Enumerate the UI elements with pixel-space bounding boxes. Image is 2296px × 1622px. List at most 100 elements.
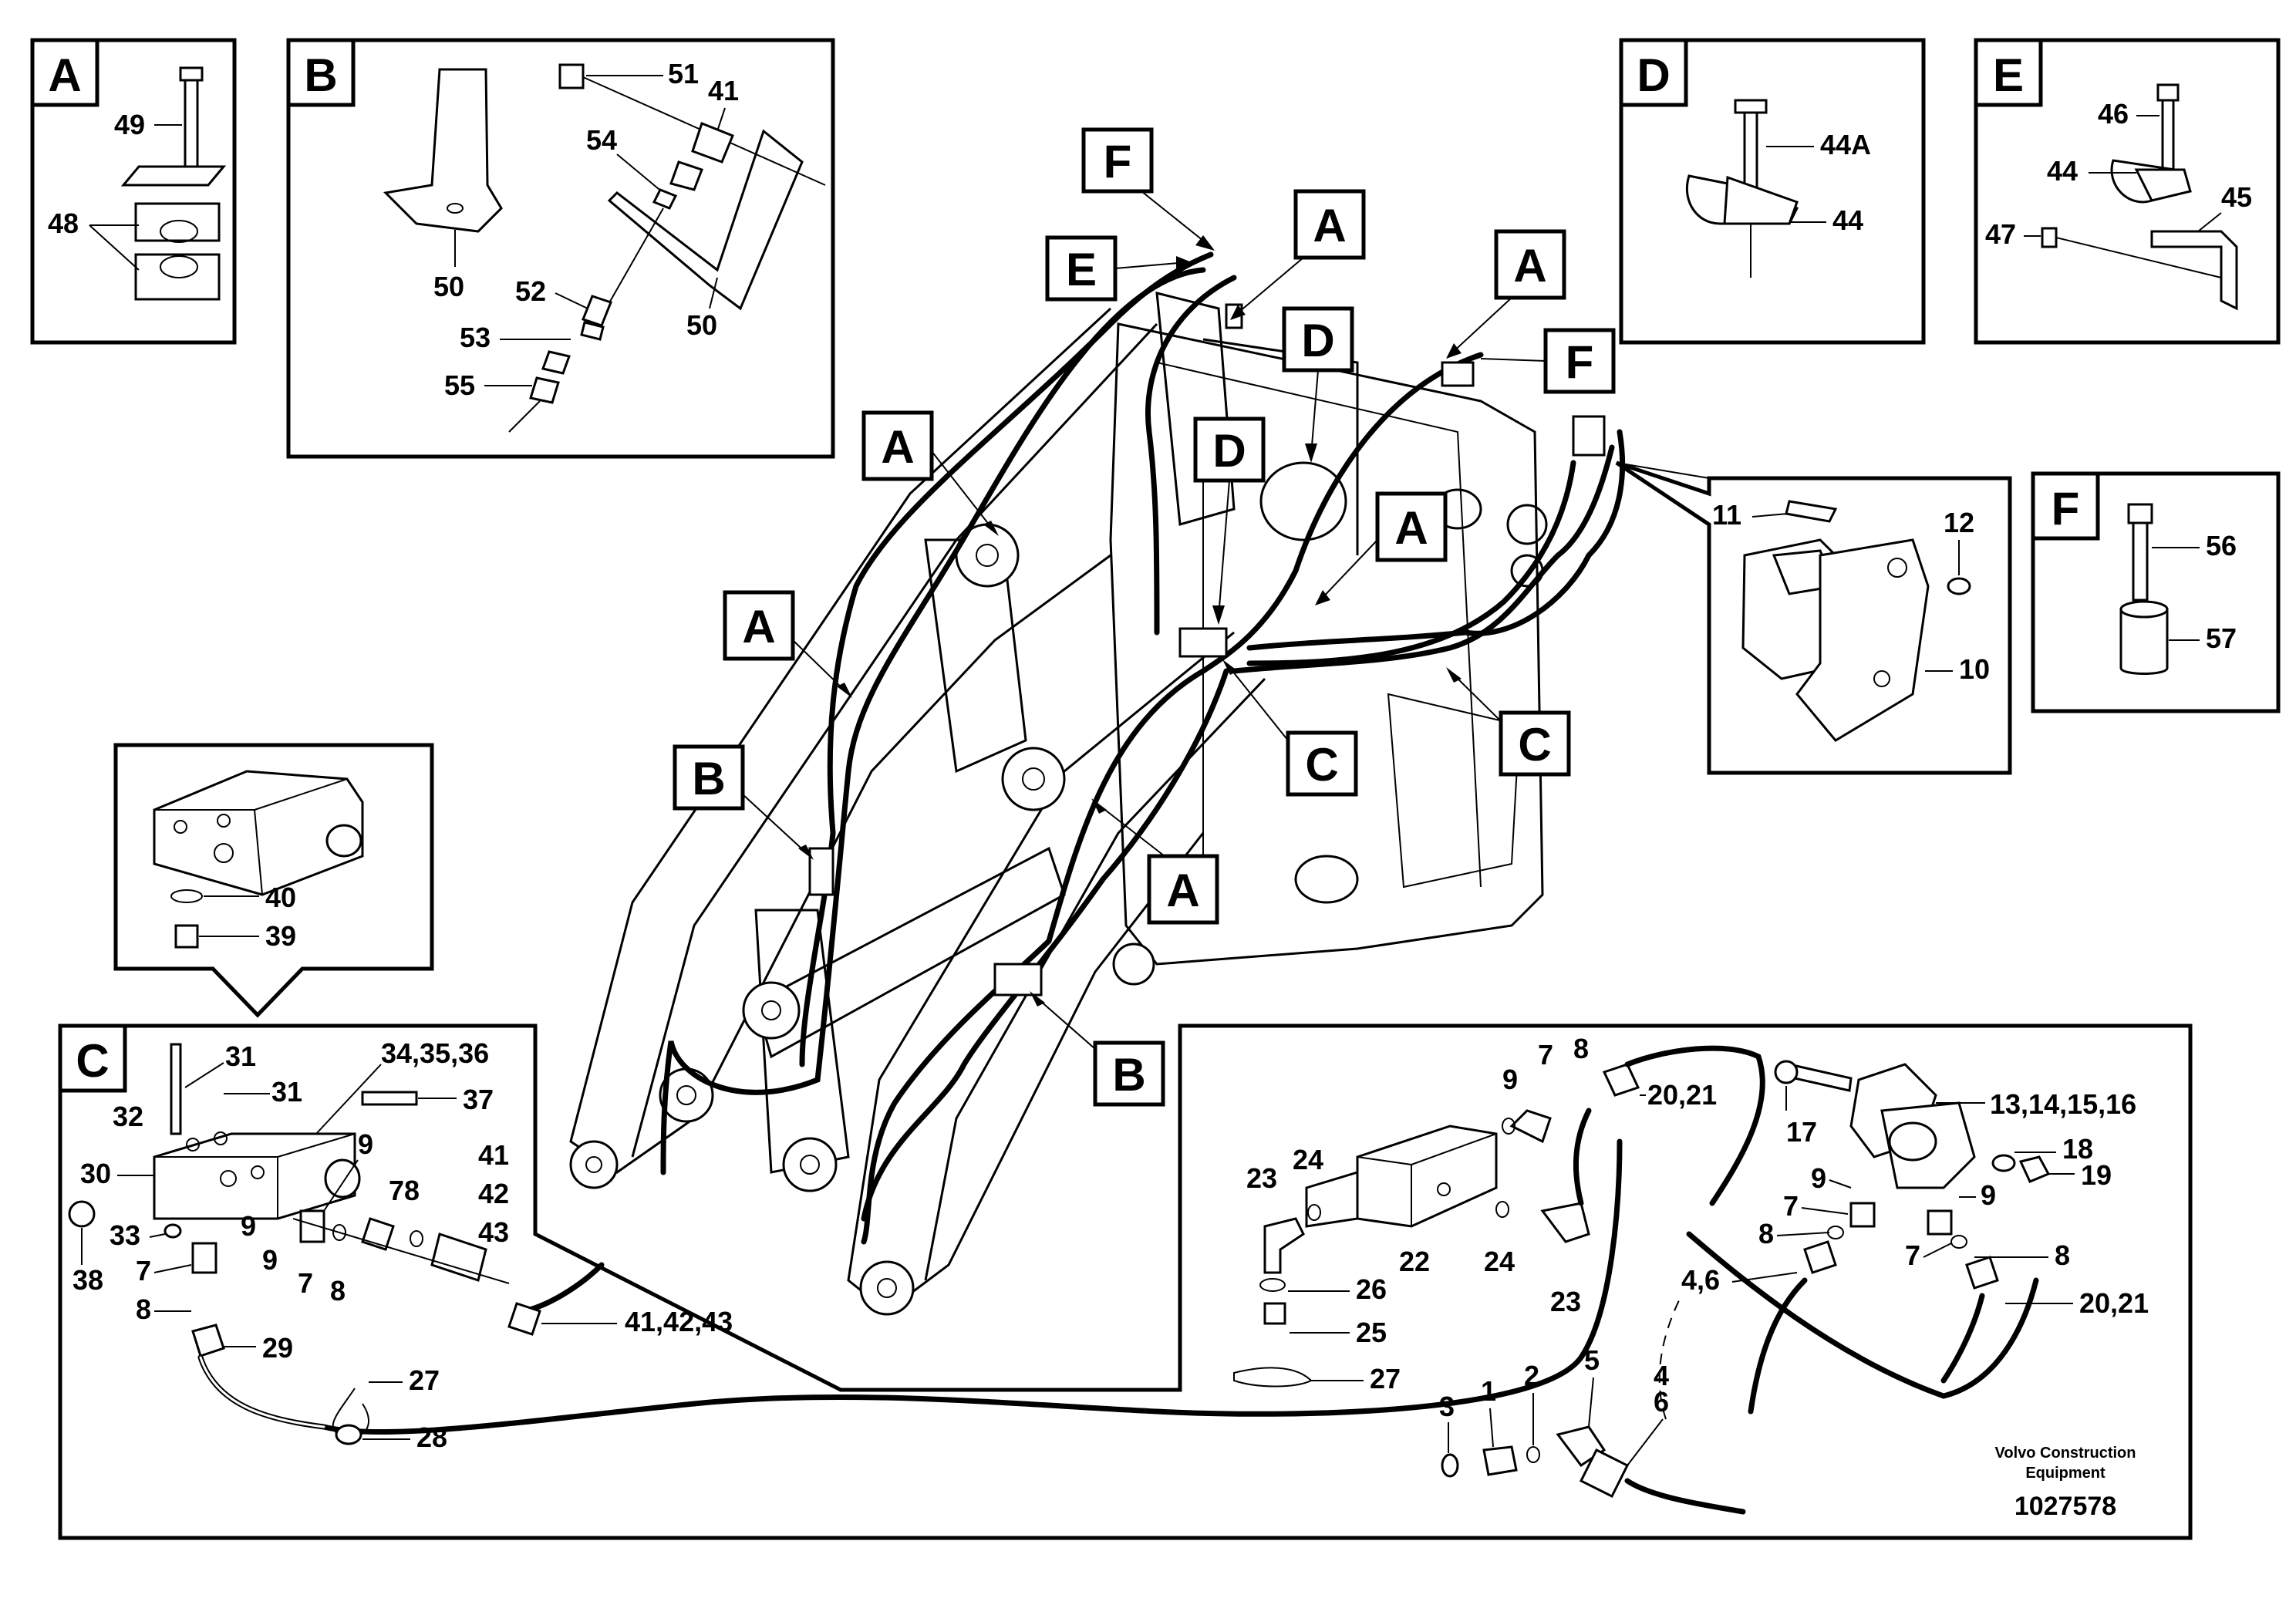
label-6: 6: [1654, 1386, 1669, 1418]
detail-C-right: 7 8 9 20,21 17 13,14,15,16 23 24 22 24 2…: [1233, 1033, 2149, 1515]
label-44-E: 44: [2047, 155, 2078, 187]
maker-line-1: Volvo Construction: [1995, 1445, 2136, 1462]
label-57: 57: [2206, 622, 2237, 654]
label-9-r3: 9: [1981, 1179, 1996, 1211]
label-78: 78: [389, 1175, 420, 1206]
callout-F-top: F: [1104, 136, 1132, 187]
label-13-16: 13,14,15,16: [1990, 1088, 2136, 1120]
callout-D-mid: D: [1212, 425, 1246, 477]
label-31-top: 31: [225, 1040, 256, 1072]
label-37: 37: [463, 1084, 494, 1115]
label-56: 56: [2206, 530, 2237, 561]
label-49: 49: [114, 109, 145, 140]
label-41-C: 41: [478, 1139, 509, 1171]
label-20-21-top: 20,21: [1647, 1079, 1717, 1111]
label-9-lower: 9: [262, 1244, 278, 1276]
label-8-r2: 8: [1758, 1218, 1774, 1249]
callout-E: E: [1066, 244, 1097, 295]
drawing-footer: Volvo Construction Equipment 1027578: [1995, 1445, 2136, 1521]
label-4-6: 4,6: [1681, 1264, 1720, 1296]
label-53: 53: [460, 322, 491, 353]
label-52: 52: [515, 275, 546, 307]
main-assembly: [569, 251, 1626, 1316]
label-22: 22: [1399, 1246, 1430, 1277]
maker-line-2: Equipment: [2025, 1465, 2106, 1482]
label-3: 3: [1439, 1391, 1455, 1422]
label-19: 19: [2081, 1159, 2112, 1191]
callout-A-mid-right: A: [1394, 502, 1428, 554]
detail-plug: 40 39: [113, 743, 434, 1018]
label-1: 1: [1481, 1375, 1496, 1407]
label-11: 11: [1712, 499, 1741, 531]
label-39: 39: [265, 920, 296, 952]
label-34-36: 34,35,36: [381, 1037, 489, 1069]
label-9-right: 9: [358, 1128, 373, 1160]
callout-D-top: D: [1301, 315, 1334, 366]
label-5: 5: [1584, 1344, 1600, 1376]
detail-D: D 44A 44: [1619, 38, 1926, 345]
label-17: 17: [1786, 1116, 1817, 1148]
label-23-top: 23: [1246, 1162, 1277, 1194]
callout-A-top: A: [1313, 200, 1346, 251]
label-8-mid: 8: [330, 1275, 346, 1307]
label-48: 48: [48, 207, 79, 239]
label-8-r1: 8: [1573, 1033, 1589, 1064]
callout-A-left: A: [742, 601, 775, 653]
main-callouts: F E A D A F A D A A: [673, 127, 1616, 1107]
label-2: 2: [1524, 1360, 1539, 1391]
label-42-C: 42: [478, 1178, 509, 1209]
detail-B-letter: B: [304, 49, 337, 101]
label-44A: 44A: [1820, 129, 1871, 160]
label-31-mid: 31: [271, 1076, 302, 1108]
label-38: 38: [72, 1264, 103, 1296]
label-7-r1: 7: [1538, 1039, 1553, 1071]
label-50-left: 50: [433, 271, 464, 302]
label-51: 51: [668, 58, 699, 89]
label-32: 32: [113, 1101, 143, 1132]
label-40: 40: [265, 882, 296, 913]
label-33: 33: [110, 1219, 140, 1251]
detail-C-letter: C: [76, 1035, 109, 1087]
label-43-C: 43: [478, 1216, 509, 1248]
label-24-lower: 24: [1484, 1246, 1515, 1277]
label-4: 4: [1654, 1360, 1669, 1391]
callout-A-top-right: A: [1513, 240, 1546, 292]
label-8-left: 8: [136, 1293, 151, 1325]
label-29: 29: [262, 1332, 293, 1364]
detail-F: F 56 57: [2031, 471, 2281, 713]
drawing-number: 1027578: [2014, 1492, 2116, 1521]
label-12: 12: [1944, 507, 1974, 538]
label-25: 25: [1356, 1317, 1387, 1348]
label-10: 10: [1959, 653, 1990, 685]
callout-A-left-upper: A: [881, 421, 914, 473]
label-54: 54: [586, 124, 617, 156]
label-27-left: 27: [409, 1364, 440, 1396]
detail-C: C 32 31 31 34,35,36 37 3: [58, 1023, 2193, 1540]
label-7-left: 7: [136, 1255, 151, 1286]
label-26: 26: [1356, 1273, 1387, 1305]
callout-A-lower: A: [1166, 865, 1199, 916]
label-23-lower: 23: [1550, 1286, 1581, 1317]
detail-valve: 11 12 10: [1615, 460, 2012, 775]
callout-B-lower: B: [1112, 1049, 1145, 1101]
callout-F-right: F: [1566, 336, 1594, 388]
label-46: 46: [2098, 98, 2129, 130]
label-24-top: 24: [1293, 1144, 1323, 1175]
detail-E-letter: E: [1993, 49, 2024, 101]
label-9-mid: 9: [241, 1210, 256, 1242]
label-55: 55: [444, 369, 475, 401]
label-41-42-43: 41,42,43: [625, 1306, 733, 1337]
detail-B: B 50 50 51 41 54 52 53 55: [286, 38, 835, 459]
label-27-right: 27: [1370, 1363, 1401, 1394]
label-47: 47: [1985, 218, 2016, 250]
label-50-right: 50: [686, 309, 717, 341]
detail-A: A 49 48: [30, 38, 237, 345]
label-7-r2: 7: [1783, 1190, 1799, 1222]
detail-D-letter: D: [1637, 49, 1670, 101]
label-28: 28: [416, 1421, 447, 1453]
callout-C-right: C: [1518, 719, 1551, 771]
label-9-r1: 9: [1502, 1064, 1518, 1095]
label-8-r3: 8: [2055, 1239, 2070, 1271]
label-30: 30: [80, 1158, 111, 1189]
